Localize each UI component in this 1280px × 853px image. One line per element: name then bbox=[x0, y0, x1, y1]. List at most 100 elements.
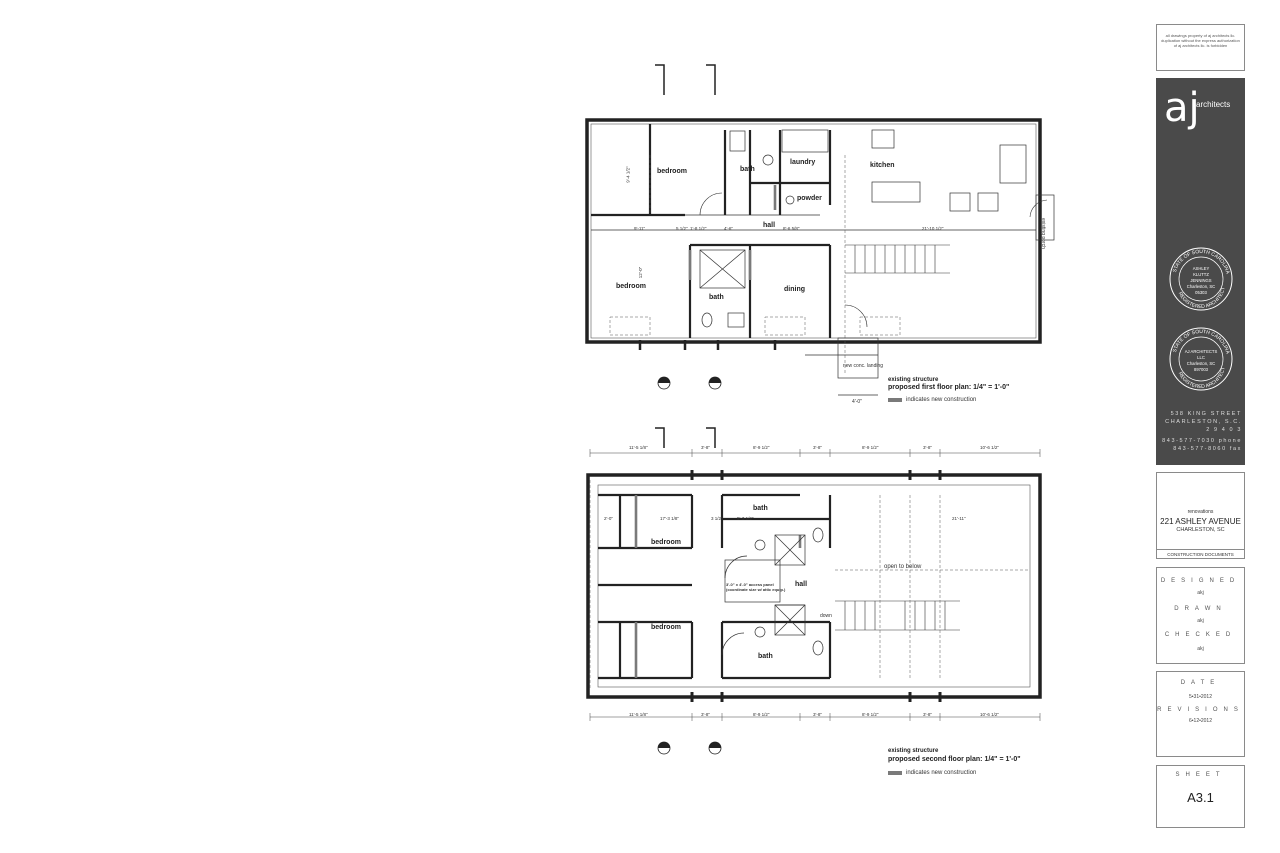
copyright-text: all drawings property of aj architects l… bbox=[1161, 33, 1240, 48]
phase-label: CONSTRUCTION DOCUMENTS bbox=[1157, 549, 1244, 557]
dimension-text: 8'-9 1/2" bbox=[753, 712, 770, 717]
project-city: CHARLESTON, SC bbox=[1176, 527, 1225, 533]
designed-label: DESIGNED bbox=[1160, 578, 1241, 584]
dimension-text: 5 1/2" bbox=[676, 226, 688, 231]
dimension-text: 11'-5 1/8" bbox=[629, 712, 648, 717]
date-label: DATE bbox=[1180, 680, 1221, 686]
architect-seal: STATE OF SOUTH CAROLINA REGISTERED ARCHI… bbox=[1169, 247, 1233, 311]
dimension-text: 4'-0" bbox=[852, 399, 862, 405]
address-line: CHARLESTON, S.C. bbox=[1165, 419, 1242, 425]
seal-line: JENNINGS bbox=[1190, 278, 1211, 283]
seal-line: Charleston, SC bbox=[1187, 284, 1215, 289]
dimension-text: 3'-8" bbox=[923, 712, 932, 717]
legend-label: indicates new construction bbox=[906, 397, 977, 403]
address-line: 2 9 4 0 3 bbox=[1206, 427, 1242, 433]
section-cut-marks bbox=[655, 64, 716, 95]
porch-note: existing porch bbox=[1040, 218, 1046, 249]
dimension-text: 11'-5 1/8" bbox=[629, 445, 648, 450]
plan-title: proposed first floor plan: 1/4" = 1'-0" bbox=[888, 384, 1010, 391]
dimension-text: 12'-0" bbox=[638, 266, 644, 279]
dimension-text: 3'-8" bbox=[813, 712, 822, 717]
legend-label: indicates new construction bbox=[906, 770, 977, 776]
firm-address: 538 KING STREET CHARLESTON, S.C. 2 9 4 0… bbox=[1162, 410, 1242, 453]
seal-line: KLUTTZ bbox=[1193, 272, 1209, 277]
dimension-text: 8'-6 5/8" bbox=[783, 226, 800, 231]
logo-mark: aj bbox=[1164, 85, 1200, 131]
open-to-below-label: open to below bbox=[884, 564, 922, 570]
copyright-box: all drawings property of aj architects l… bbox=[1156, 24, 1245, 71]
landing-note: new conc. landing bbox=[843, 363, 884, 369]
designed-value: akj bbox=[1197, 590, 1204, 596]
dimension-text: 8'-9 1/2" bbox=[862, 445, 879, 450]
dimension-text: 17'-3 1/8" bbox=[660, 516, 679, 521]
plan-subtitle: existing structure bbox=[888, 748, 939, 754]
seal-line: AJ ARCHITECTS bbox=[1185, 349, 1218, 354]
dimension-text: 9'-11" bbox=[634, 226, 646, 231]
phone-text: 843-577-7030 phone bbox=[1162, 438, 1242, 444]
dimension-text: 9'-4 1/2" bbox=[625, 166, 631, 183]
seal-line: Charleston, SC bbox=[1187, 361, 1215, 366]
project-box: renovations 221 ASHLEY AVENUE CHARLESTON… bbox=[1156, 472, 1245, 559]
firm-band: aj architects STATE OF SOUTH CAROLINA RE… bbox=[1156, 78, 1245, 465]
legend: indicates new construction bbox=[888, 770, 976, 776]
dimension-text: 4'-6" bbox=[724, 226, 733, 231]
bath-label: bath bbox=[709, 294, 724, 301]
hall-label: hall bbox=[795, 581, 808, 588]
date-value: 5•31•2012 bbox=[1189, 694, 1212, 700]
dimension-text: 2'-0" bbox=[604, 516, 613, 521]
project-type: renovations bbox=[1187, 509, 1214, 515]
hall-label: hall bbox=[763, 222, 776, 229]
sheet-label: SHEET bbox=[1175, 772, 1226, 778]
dimension-text: 3'-8" bbox=[701, 445, 710, 450]
seal-line: 897003 bbox=[1194, 367, 1209, 372]
dimension-text: 10'-6 1/2" bbox=[980, 445, 999, 450]
dimension-text: 8'-9 1/2" bbox=[862, 712, 879, 717]
plan-subtitle: existing structure bbox=[888, 377, 939, 383]
first-floor-plan bbox=[585, 64, 1055, 396]
bedroom-label: bedroom bbox=[616, 283, 646, 290]
stair-down-label: down bbox=[820, 613, 832, 619]
seal-line: LLC bbox=[1197, 355, 1205, 360]
checked-label: CHECKED bbox=[1164, 632, 1237, 638]
dining-label: dining bbox=[784, 286, 805, 293]
seal-line: ASHLEY bbox=[1193, 266, 1210, 271]
checked-value: akj bbox=[1197, 646, 1204, 652]
sheet-box: SHEET A3.1 bbox=[1156, 765, 1245, 828]
dimension-text: 3'-8" bbox=[923, 445, 932, 450]
section-cut-marks bbox=[655, 427, 716, 448]
dimension-text: 1'-8 1/2" bbox=[690, 226, 707, 231]
fax-text: 843-577-8060 fax bbox=[1173, 446, 1242, 452]
kitchen-label: kitchen bbox=[870, 162, 895, 169]
dimension-text: 8'-9 1/2" bbox=[753, 445, 770, 450]
new-construction-swatch bbox=[888, 398, 902, 402]
dimension-text: 3'-8" bbox=[813, 445, 822, 450]
credits-box: DESIGNED akj DRAWN akj CHECKED akj bbox=[1156, 567, 1245, 664]
powder-label: powder bbox=[797, 195, 822, 202]
bath-label: bath bbox=[758, 653, 773, 660]
bath-label: bath bbox=[740, 166, 755, 173]
address-line: 538 KING STREET bbox=[1170, 411, 1242, 417]
dimension-text: 3'-8" bbox=[701, 712, 710, 717]
dimension-text: 21'-10 1/2" bbox=[922, 226, 944, 231]
bedroom-label: bedroom bbox=[651, 624, 681, 631]
revisions-value: 6•12•2012 bbox=[1189, 718, 1212, 724]
dimension-text: 10'-6 1/2" bbox=[980, 712, 999, 717]
bath-label: bath bbox=[753, 505, 768, 512]
legend: indicates new construction bbox=[888, 397, 976, 403]
drawn-value: akj bbox=[1197, 618, 1204, 624]
plan-title: proposed second floor plan: 1/4" = 1'-0" bbox=[888, 756, 1021, 763]
dimension-text: 5'-3 1/2" bbox=[737, 516, 754, 521]
second-floor-plan bbox=[586, 427, 1042, 755]
seal-line: 05303 bbox=[1195, 290, 1207, 295]
drawn-label: DRAWN bbox=[1174, 606, 1227, 612]
firm-seal: STATE OF SOUTH CAROLINA REGISTERED ARCHI… bbox=[1169, 327, 1233, 391]
exterior-walls bbox=[586, 473, 1042, 699]
bedroom-label: bedroom bbox=[651, 539, 681, 546]
revisions-label: REVISIONS bbox=[1157, 707, 1244, 713]
dimension-text: 3 1/2" bbox=[711, 516, 723, 521]
exterior-walls bbox=[585, 118, 1042, 344]
access-panel-note: 3'-0" x 4'-0" access panel (coordinate s… bbox=[726, 582, 786, 592]
project-name: 221 ASHLEY AVENUE bbox=[1160, 517, 1241, 526]
sheet-number: A3.1 bbox=[1187, 790, 1214, 805]
bedroom-label: bedroom bbox=[657, 168, 687, 175]
